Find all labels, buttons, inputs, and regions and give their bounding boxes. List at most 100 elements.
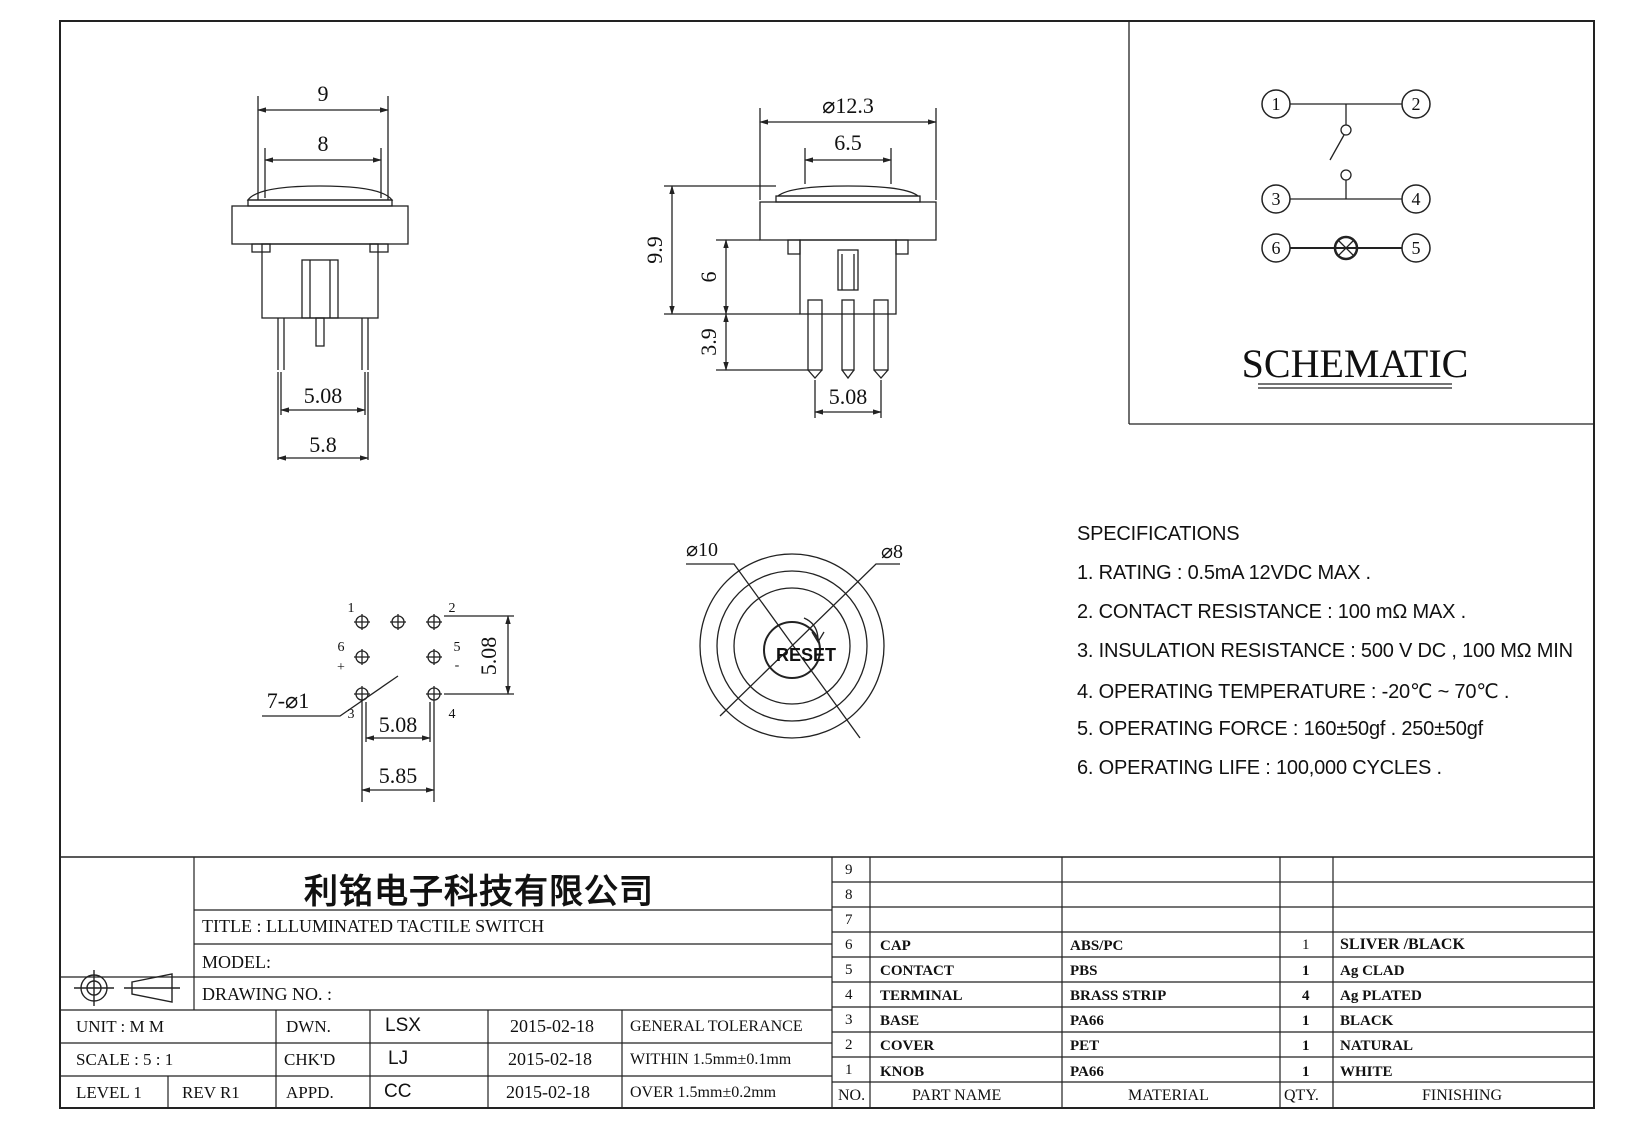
schematic-node-1: 1 [1272, 94, 1281, 114]
pin-hole [426, 614, 442, 630]
bom-no: 1 [845, 1062, 853, 1078]
footprint-dim-5-85: 5.85 [379, 763, 418, 788]
bom-qty: 1 [1302, 1013, 1310, 1029]
rev-field: REV R1 [182, 1083, 240, 1102]
pin-hole [426, 649, 442, 665]
bom-no: 5 [845, 962, 853, 978]
front-dim-5-08: 5.08 [829, 384, 868, 409]
bom-finish: NATURAL [1340, 1038, 1414, 1054]
bom-part: KNOB [880, 1064, 925, 1080]
bom-qty: 1 [1302, 963, 1310, 979]
bom-qty: 1 [1302, 1038, 1310, 1054]
pin-hole [426, 686, 442, 702]
switch-symbol [1290, 103, 1402, 200]
chkd-name: LJ [388, 1048, 409, 1069]
bom-qty: 4 [1302, 988, 1310, 1004]
tolerance-within: WITHIN 1.5mm±0.1mm [630, 1051, 792, 1068]
bom-no: 8 [845, 887, 853, 903]
bom-finish: BLACK [1340, 1013, 1394, 1029]
bom-qty: 1 [1302, 1064, 1310, 1080]
bom-no: 9 [845, 862, 853, 878]
footprint-dim-v-5-08: 5.08 [476, 637, 501, 676]
bom-header-no: NO. [838, 1087, 866, 1104]
top-view [686, 553, 900, 739]
schematic-node-4: 4 [1412, 189, 1421, 209]
title-block-grid [60, 856, 1594, 1108]
bom-finish: WHITE [1340, 1064, 1393, 1080]
side-dim-8: 8 [318, 131, 329, 156]
spec-item: 3. INSULATION RESISTANCE : 500 V DC , 10… [1077, 640, 1573, 662]
side-dim-9: 9 [318, 81, 329, 106]
front-dim-6: 6 [696, 272, 721, 283]
schematic-box [1128, 21, 1594, 425]
appd-date: 2015-02-18 [506, 1082, 590, 1102]
front-dim-3-9: 3.9 [696, 328, 721, 356]
drawing-no-field: DRAWING NO. : [202, 984, 333, 1004]
front-dim-9-9: 9.9 [642, 236, 667, 264]
spec-item: 2. CONTACT RESISTANCE : 100 mΩ MAX . [1077, 601, 1466, 623]
bom-no: 3 [845, 1012, 853, 1028]
drawing-title: TITLE : LLLUMINATED TACTILE SWITCH [202, 916, 545, 936]
pin-label-2: 2 [449, 601, 456, 616]
bom-part: TERMINAL [880, 988, 963, 1004]
bom-finish: SLIVER /BLACK [1340, 936, 1465, 953]
pin-label-6: 6 [338, 640, 345, 655]
bom-header-finishing: FINISHING [1422, 1087, 1502, 1104]
dwn-name: LSX [385, 1015, 421, 1036]
schematic-node-2: 2 [1412, 94, 1421, 114]
footprint-view [262, 614, 514, 802]
tolerance-general: GENERAL TOLERANCE [630, 1018, 803, 1035]
top-dim-dia-10: ⌀10 [686, 539, 718, 561]
footprint-dim-h-5-08: 5.08 [379, 712, 418, 737]
appd-label: APPD. [286, 1083, 334, 1102]
bom-no: 2 [845, 1037, 853, 1053]
front-view [664, 108, 937, 418]
pin-label-4: 4 [449, 707, 456, 722]
bom-material: PA66 [1070, 1013, 1104, 1029]
bom-material: PET [1070, 1038, 1100, 1054]
bom-header-part-name: PART NAME [912, 1087, 1002, 1104]
bom-material: PA66 [1070, 1064, 1104, 1080]
model-field: MODEL: [202, 952, 271, 972]
side-view [231, 96, 409, 461]
pin-label-3: 3 [348, 707, 355, 722]
bom-qty: 1 [1302, 937, 1310, 953]
bom-no: 4 [845, 987, 853, 1003]
pin-label-1: 1 [348, 601, 355, 616]
sheet-border [59, 20, 1595, 1109]
bom-part: CAP [880, 938, 911, 954]
reset-cap-text: RESET [776, 645, 836, 665]
tolerance-over: OVER 1.5mm±0.2mm [630, 1084, 777, 1101]
bom-material: BRASS STRIP [1070, 988, 1167, 1004]
unit-field: UNIT : M M [76, 1017, 164, 1036]
led-symbol [1290, 235, 1402, 261]
pin-hole [354, 686, 370, 702]
spec-item: 5. OPERATING FORCE : 160±50gf . 250±50gf [1077, 718, 1483, 740]
bom-no: 7 [845, 912, 853, 928]
side-dim-58: 5.8 [309, 432, 337, 457]
front-dim-6-5: 6.5 [834, 130, 862, 155]
polarity-plus: + [337, 660, 345, 675]
pin-hole [354, 614, 370, 630]
bom-part: CONTACT [880, 963, 954, 979]
spec-item: 1. RATING : 0.5mA 12VDC MAX . [1077, 562, 1371, 584]
bom-header-material: MATERIAL [1128, 1087, 1209, 1104]
hole-callout: 7-⌀1 [267, 688, 310, 713]
side-dim-508: 5.08 [304, 383, 343, 408]
appd-name: CC [384, 1081, 412, 1102]
chkd-date: 2015-02-18 [508, 1049, 592, 1069]
specifications-heading: SPECIFICATIONS [1077, 523, 1240, 545]
bom-finish: Ag PLATED [1340, 988, 1422, 1004]
chkd-label: CHK'D [284, 1050, 336, 1069]
schematic-title: SCHEMATIC [1242, 341, 1469, 386]
bom-part: BASE [880, 1013, 920, 1029]
schematic-node-5: 5 [1412, 238, 1421, 258]
pin-hole [390, 614, 406, 630]
schematic-node-3: 3 [1272, 189, 1281, 209]
bom-part: COVER [880, 1038, 935, 1054]
front-dim-dia-12-3: ⌀12.3 [822, 93, 874, 118]
schematic-node-6: 6 [1272, 238, 1281, 258]
bom-finish: Ag CLAD [1340, 963, 1405, 979]
bom-material: ABS/PC [1070, 938, 1124, 954]
